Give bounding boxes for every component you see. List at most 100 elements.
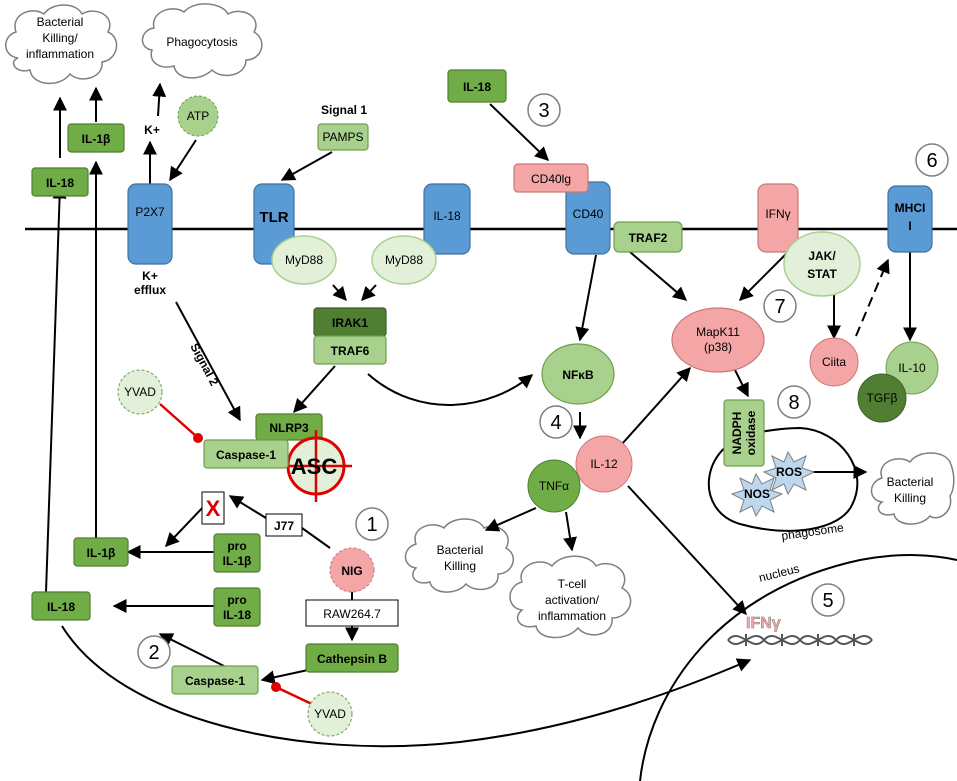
yvad-label: YVAD bbox=[314, 707, 346, 721]
cloud-text-line: Killing bbox=[444, 559, 476, 573]
traf6-label: TRAF6 bbox=[331, 344, 370, 358]
step-number-2: 2 bbox=[137, 635, 171, 669]
mapk-ellipse: MapK11 (p38) bbox=[671, 307, 765, 373]
cloud-text-line: Killing bbox=[894, 491, 926, 505]
il10-label: IL-10 bbox=[898, 361, 926, 375]
ros-label: ROS bbox=[776, 465, 802, 479]
receptor-label: MHCI bbox=[895, 201, 926, 215]
irak1-label: IRAK1 bbox=[332, 316, 368, 330]
jak-stat: JAK/ STAT bbox=[783, 231, 861, 297]
nos-burst: NOS bbox=[730, 472, 784, 518]
il18-label: IL-18 bbox=[47, 600, 75, 614]
step-number-7: 7 bbox=[763, 289, 797, 323]
arrows bbox=[45, 82, 917, 748]
receptor-label: P2X7 bbox=[135, 205, 165, 219]
il1b-label: IL-1β bbox=[82, 132, 111, 146]
traf2: TRAF2 bbox=[613, 221, 683, 253]
step-number-text: 2 bbox=[148, 642, 159, 664]
phagosome-label: phagosome bbox=[780, 520, 844, 543]
raw-box: RAW264.7 bbox=[305, 599, 399, 627]
pro-label: pro bbox=[227, 539, 246, 553]
tnfa-circle: TNFα bbox=[527, 459, 581, 513]
nig-circle: NIG bbox=[329, 547, 375, 593]
nlrp3-box: NLRP3 bbox=[255, 413, 323, 441]
nucleus-boundary bbox=[639, 554, 957, 781]
step-number-1: 1 bbox=[355, 507, 389, 541]
atp-circle: ATP bbox=[177, 95, 219, 137]
step-number-text: 4 bbox=[550, 412, 561, 434]
step-number-text: 5 bbox=[822, 590, 833, 612]
nadph-label: oxidase bbox=[744, 410, 758, 455]
pro-label: IL-18 bbox=[223, 608, 251, 622]
nadph-oxidase-box: NADPH oxidase bbox=[723, 399, 765, 467]
caspase1-top-box: Caspase-1 bbox=[203, 439, 289, 469]
receptor-il18: IL-18 bbox=[423, 183, 471, 255]
x-mark-box: X bbox=[201, 491, 225, 525]
pro-label: IL-1β bbox=[223, 554, 252, 568]
myd88-label: MyD88 bbox=[385, 253, 423, 267]
cloud-text-line: Killing/ bbox=[42, 31, 78, 45]
step-number-text: 7 bbox=[774, 296, 785, 318]
receptor-cd40: CD40 bbox=[565, 181, 611, 255]
step-number-text: 8 bbox=[788, 392, 799, 414]
tgfb-circle: TGFβ bbox=[857, 373, 907, 423]
ros-burst: ROS bbox=[762, 450, 816, 496]
cloud-text-line: inflammation bbox=[26, 47, 94, 61]
receptor-label: I bbox=[908, 219, 911, 233]
irak1-box: IRAK1 bbox=[313, 307, 387, 337]
cathepsin-box: Cathepsin B bbox=[305, 643, 399, 673]
il18-label: IL-18 bbox=[463, 80, 491, 94]
mapk-label: (p38) bbox=[704, 340, 732, 354]
tnfa-label: TNFα bbox=[539, 479, 569, 493]
step-number-text: 1 bbox=[366, 514, 377, 536]
kplus-label: K+ bbox=[144, 123, 160, 137]
atp-label: ATP bbox=[187, 109, 209, 123]
receptor-ifng: IFNγ bbox=[757, 183, 799, 253]
x-mark-label: X bbox=[206, 496, 221, 521]
jak-label: JAK/ bbox=[808, 249, 836, 263]
cloud-phagocytosis: Phagocytosis bbox=[141, 3, 263, 79]
nig-label: NIG bbox=[341, 564, 362, 578]
traf6-box: TRAF6 bbox=[313, 335, 387, 365]
cd40lg-label: CD40lg bbox=[531, 172, 571, 186]
il1b-top-box: IL-1β bbox=[67, 123, 125, 153]
tgfb-label: TGFβ bbox=[867, 391, 898, 405]
yvad-top: YVAD bbox=[117, 369, 163, 415]
step-number-6: 6 bbox=[915, 143, 949, 177]
inhibitor-lines bbox=[159, 403, 317, 708]
il18-top-box: IL-18 bbox=[31, 167, 89, 197]
asc-label: ASC bbox=[291, 454, 338, 479]
step-number-4: 4 bbox=[539, 405, 573, 439]
pro-il18-box: pro IL-18 bbox=[213, 587, 261, 627]
nlrp3-label: NLRP3 bbox=[269, 421, 309, 435]
phagosome-boundary bbox=[707, 426, 859, 532]
il1b-bottom-box: IL-1β bbox=[73, 537, 129, 567]
signal2-label: Signal 2 bbox=[187, 341, 221, 388]
il18-bottom-box: IL-18 bbox=[31, 591, 91, 621]
step-number-8: 8 bbox=[777, 385, 811, 419]
receptor-label: CD40 bbox=[573, 207, 604, 221]
step-number-3: 3 bbox=[527, 93, 561, 127]
step-number-text: 3 bbox=[538, 100, 549, 122]
receptor-p2x7: P2X7 bbox=[127, 183, 173, 265]
cathepsin-label: Cathepsin B bbox=[317, 652, 387, 666]
myd88-left: MyD88 bbox=[271, 235, 337, 285]
cloud-text-line: Bacterial bbox=[437, 543, 484, 557]
receptor-mhc: MHCI I bbox=[887, 185, 933, 253]
nos-label: NOS bbox=[744, 487, 770, 501]
myd88-right: MyD88 bbox=[371, 235, 437, 285]
cloud-text-line: Bacterial bbox=[37, 15, 84, 29]
caspase1-label: Caspase-1 bbox=[185, 674, 245, 688]
pro-il1b-box: pro IL-1β bbox=[213, 533, 261, 573]
myd88-label: MyD88 bbox=[285, 253, 323, 267]
traf2-label: TRAF2 bbox=[629, 231, 668, 245]
step-number-5: 5 bbox=[811, 583, 845, 617]
il12-label: IL-12 bbox=[590, 457, 618, 471]
cloud-text-line: Phagocytosis bbox=[166, 35, 237, 49]
cloud-text-line: inflammation bbox=[538, 609, 606, 623]
cloud-bacterial-killing-inflammation: Bacterial Killing/ inflammation bbox=[5, 4, 118, 84]
ifng-gene-label: IFNγ bbox=[746, 615, 781, 632]
kefflux-label: K+ bbox=[142, 269, 158, 283]
raw-label: RAW264.7 bbox=[323, 607, 381, 621]
